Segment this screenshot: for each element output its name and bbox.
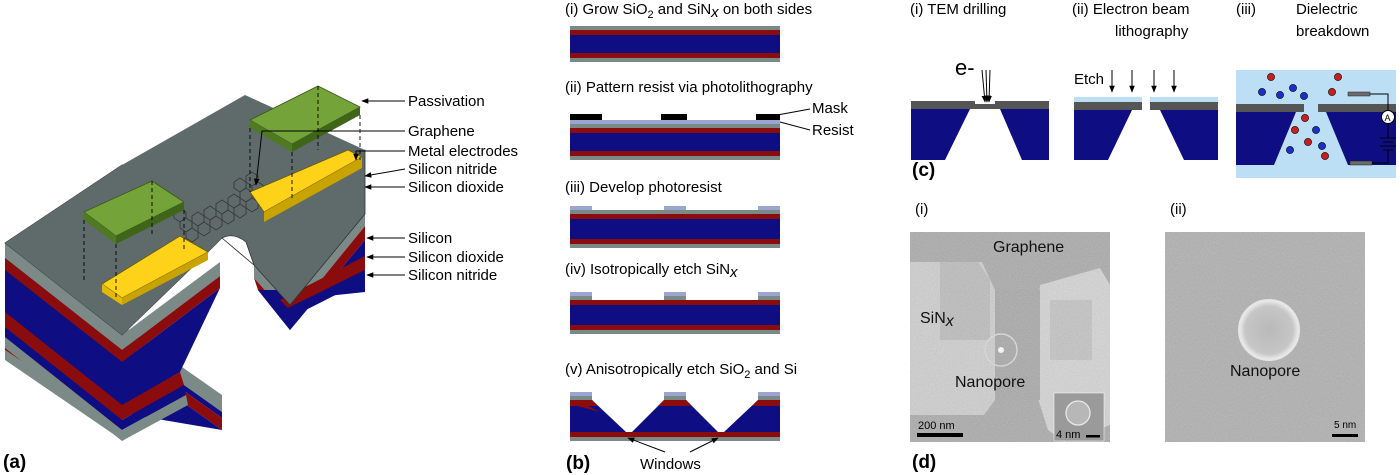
ions <box>1258 73 1342 160</box>
wafer-step-v <box>570 392 780 441</box>
projection-lines <box>83 86 361 300</box>
panel-a-label: (a) <box>3 452 26 473</box>
mask-leader <box>771 108 811 117</box>
ammeter-label: A <box>1385 113 1391 123</box>
panel-b-label: (b) <box>566 453 590 474</box>
label-silicon-nitride-top: Silicon nitride <box>408 161 497 178</box>
wafer-step-i <box>570 26 780 62</box>
label-graphene: Graphene <box>408 123 475 140</box>
nanopore-label-i: Nanopore <box>955 374 1025 391</box>
resist-label: Resist <box>812 122 855 139</box>
image-i-label: (i) <box>915 201 928 218</box>
tem-image-i <box>910 232 1110 442</box>
label-silicon: Silicon <box>408 230 452 247</box>
etch-label: Etch <box>1074 71 1104 88</box>
method-iii-title-line2: breakdown <box>1296 23 1369 40</box>
graphene-sheet <box>173 171 277 243</box>
left-passivation <box>83 180 185 244</box>
label-silicon-nitride-bottom: Silicon nitride <box>408 267 497 284</box>
wafer-step-iv <box>570 292 780 334</box>
layer-labels: Passivation Graphene Metal electrodes Si… <box>408 93 518 284</box>
method-ii-title-line2: lithography <box>1115 23 1189 40</box>
method-iii-title-line1: Dielectric <box>1296 1 1358 18</box>
step-ii-title: (ii) Pattern resist via photolithography <box>565 79 813 96</box>
dielectric-breakdown-diagram: A <box>1236 70 1396 178</box>
step-i-title: (i) Grow SiO2 and SiNx on both sides <box>565 1 812 21</box>
right-front-face <box>254 214 365 330</box>
scale-bar-inset-label: 4 nm <box>1056 429 1080 441</box>
right-passivation <box>249 85 361 152</box>
graphene-image-label: Graphene <box>993 239 1064 256</box>
callout-arrows <box>253 98 406 278</box>
method-iii-number: (iii) <box>1236 1 1256 18</box>
method-ii-title-line1: (ii) Electron beam <box>1072 1 1190 18</box>
resist-leader <box>779 121 811 131</box>
step-v-title: (v) Anisotropically etch SiO2 and Si <box>565 361 797 381</box>
ebl-diagram: Etch <box>1074 70 1218 160</box>
label-metal-electrodes: Metal electrodes <box>408 143 518 160</box>
panel-a-device-schematic: Passivation Graphene Metal electrodes Si… <box>3 85 518 473</box>
step-iv-title: (iv) Isotropically etch SiNx <box>565 261 738 281</box>
sinx-image-label: SiNx <box>920 310 955 330</box>
pore-notch <box>221 235 255 267</box>
wafer-step-ii <box>570 114 780 160</box>
window-arrow-right <box>689 437 719 453</box>
tem-image-ii <box>1165 232 1365 442</box>
left-electrode <box>101 235 209 305</box>
scale-bar-main-label: 200 nm <box>918 420 955 432</box>
scale-bar-ii-label: 5 nm <box>1334 420 1356 431</box>
method-i-title: (i) TEM drilling <box>910 1 1006 18</box>
mask-label: Mask <box>812 100 848 117</box>
ammeter-icon <box>1381 110 1395 124</box>
panel-d-label: (d) <box>912 452 936 473</box>
top-surface-plateau <box>5 95 365 335</box>
electron-label: e- <box>955 55 975 80</box>
window-arrow-left <box>627 437 666 453</box>
panel-d-tem-images: (i) (ii) Graphene SiNx Nanopore 200 nm 4… <box>910 201 1365 473</box>
label-passivation: Passivation <box>408 93 485 110</box>
panel-c-pore-methods: (i) TEM drilling (ii) Electron beam lith… <box>910 1 1396 181</box>
step-iii-title: (iii) Develop photoresist <box>565 179 723 196</box>
wafer-step-iii <box>570 206 780 248</box>
right-electrode <box>249 149 363 222</box>
nanopore-label-ii: Nanopore <box>1230 363 1300 380</box>
panel-b-fabrication-steps: (i) Grow SiO2 and SiNx on both sides (ii… <box>565 1 855 474</box>
label-silicon-dioxide-bottom: Silicon dioxide <box>408 249 504 266</box>
label-silicon-dioxide-top: Silicon dioxide <box>408 179 504 196</box>
windows-label: Windows <box>640 456 701 473</box>
main-front-face <box>5 243 220 441</box>
panel-c-label: (c) <box>912 160 935 181</box>
tem-drilling-diagram: e- <box>911 55 1049 160</box>
image-ii-label: (ii) <box>1170 201 1187 218</box>
